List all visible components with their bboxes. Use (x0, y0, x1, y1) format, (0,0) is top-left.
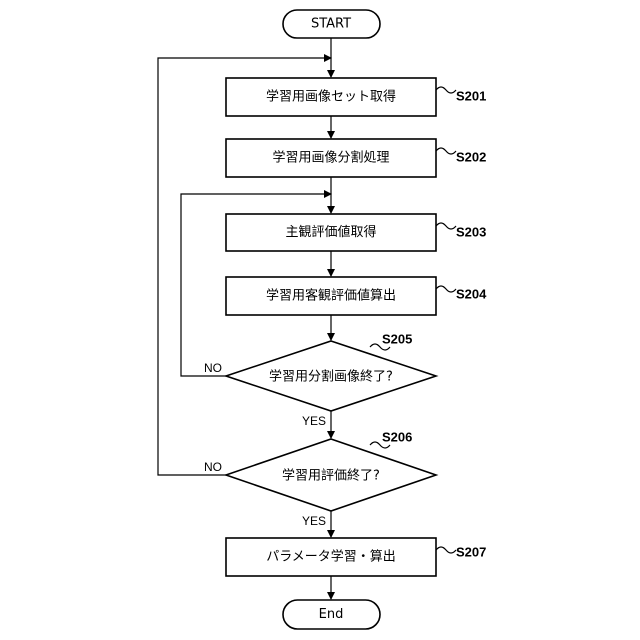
step-label: 学習用画像分割処理 (272, 150, 389, 166)
decision-id: S205 (382, 332, 412, 347)
step-id-leader (436, 223, 456, 229)
step-id: S207 (456, 545, 486, 560)
decision-s205: 学習用分割画像終了? S205 NO YES (204, 332, 436, 429)
step-label: パラメータ学習・算出 (266, 549, 396, 565)
step-s202: 学習用画像分割処理 S202 (226, 139, 486, 177)
step-label: 学習用客観評価値算出 (266, 288, 396, 304)
no-branch-label: NO (204, 460, 222, 474)
end-terminal: End (283, 600, 380, 629)
start-label: START (311, 17, 351, 32)
end-label: End (319, 607, 344, 622)
no-branch-label: NO (204, 361, 222, 375)
step-s203: 主観評価値取得 S203 (226, 214, 486, 251)
step-s201: 学習用画像セット取得 S201 (226, 78, 486, 116)
decision-label: 学習用分割画像終了? (269, 369, 393, 385)
decision-s206: 学習用評価終了? S206 NO YES (204, 430, 436, 529)
step-id: S204 (456, 287, 487, 302)
step-id: S202 (456, 150, 486, 165)
step-label: 学習用画像セット取得 (266, 89, 396, 105)
loop-s206-no-to-s201 (158, 58, 331, 475)
step-id-leader (436, 286, 456, 292)
yes-branch-label: YES (302, 514, 326, 528)
step-id-leader (436, 547, 456, 553)
step-id: S203 (456, 225, 486, 240)
step-id-leader (436, 87, 456, 93)
decision-id: S206 (382, 430, 412, 445)
decision-label: 学習用評価終了? (282, 468, 380, 484)
yes-branch-label: YES (302, 414, 326, 428)
step-id-leader (436, 148, 456, 154)
step-label: 主観評価値取得 (285, 224, 376, 240)
start-terminal: START (283, 10, 380, 38)
step-id: S201 (456, 89, 486, 104)
step-s204: 学習用客観評価値算出 S204 (226, 277, 487, 315)
step-s207: パラメータ学習・算出 S207 (226, 538, 486, 576)
